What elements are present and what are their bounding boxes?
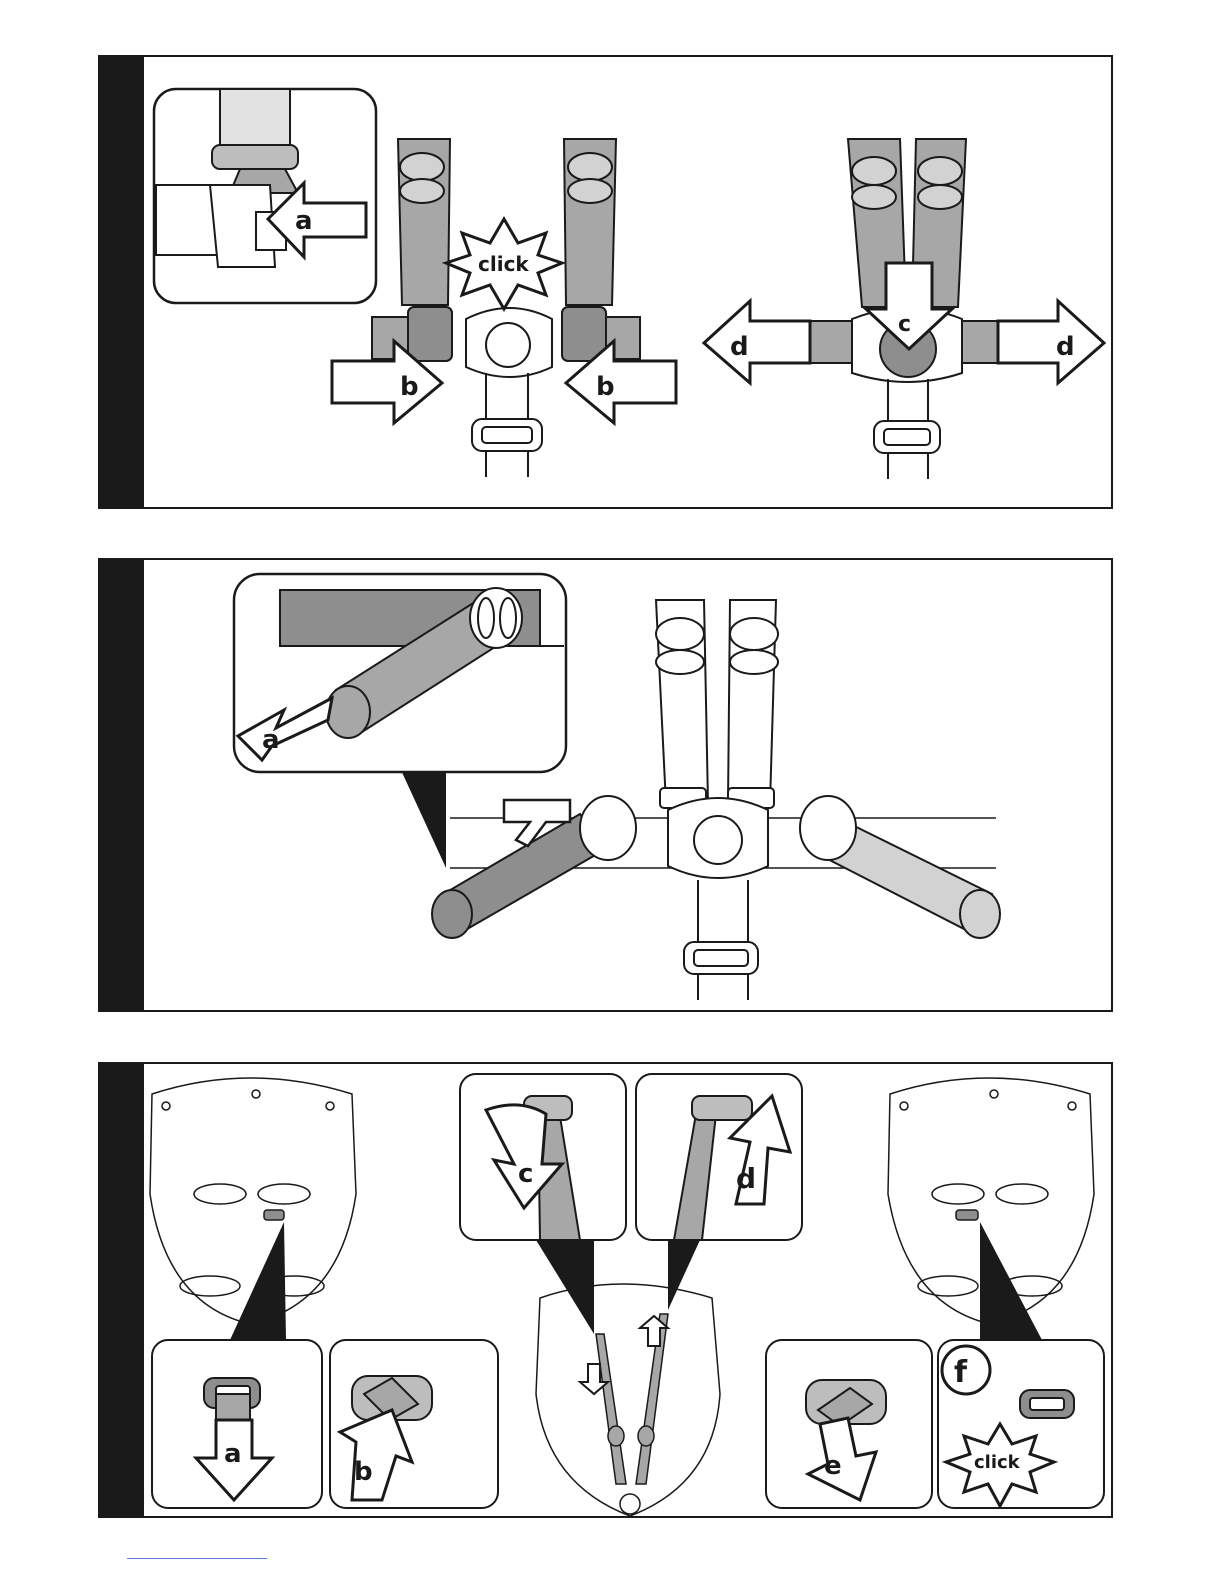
- label-b-left: b: [400, 372, 419, 402]
- label-b-right: b: [596, 372, 615, 402]
- label-c-panel3: c: [518, 1159, 533, 1189]
- arrow-d-left: d: [704, 301, 810, 383]
- inset-shoulder-pad: [234, 574, 566, 772]
- step-3-illustration: a b c d: [100, 1064, 1115, 1520]
- arrow-d-right: d: [998, 301, 1104, 383]
- step-3-panel: a b c d: [98, 1062, 1113, 1518]
- step-2-illustration: a: [100, 560, 1115, 1014]
- label-e-panel3: e: [824, 1451, 842, 1481]
- step-2-panel: a: [98, 558, 1113, 1012]
- footer-rule: [127, 1558, 267, 1559]
- label-d-left: d: [730, 332, 749, 362]
- label-b-panel3: b: [354, 1457, 373, 1487]
- step-1-illustration: a click b: [100, 57, 1115, 511]
- label-d-right: d: [1056, 332, 1075, 362]
- label-c: c: [898, 312, 911, 337]
- label-a-panel3: a: [224, 1439, 242, 1469]
- label-f-panel3: f: [954, 1355, 968, 1390]
- step-1-panel: a click b: [98, 55, 1113, 509]
- label-a-panel2: a: [262, 725, 280, 755]
- click-starburst: click: [446, 219, 562, 309]
- click-text: click: [478, 252, 529, 276]
- click-text-panel3: click: [974, 1452, 1021, 1473]
- label-a: a: [295, 206, 313, 236]
- label-d-panel3: d: [736, 1162, 756, 1195]
- inset-d: [636, 1074, 802, 1240]
- label-f-badge: f: [942, 1346, 990, 1394]
- seat-back-left: [150, 1078, 356, 1324]
- seat-center-harness: [536, 1284, 720, 1516]
